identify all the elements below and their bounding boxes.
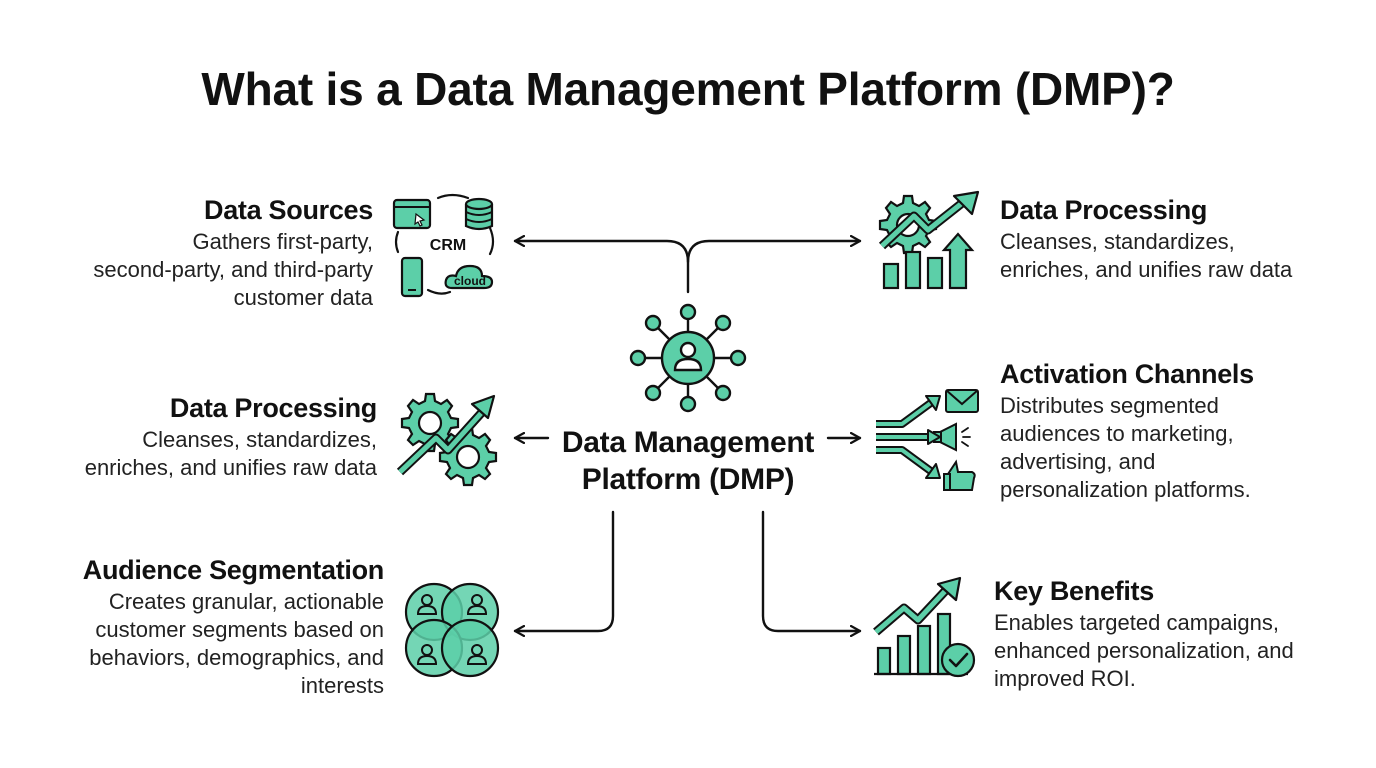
key-benefits-block: Key Benefits Enables targeted campaigns,…: [994, 577, 1344, 693]
connector-to-key-benefits: [761, 510, 862, 631]
key-benefits-description: Enables targeted campaigns, enhanced per…: [994, 610, 1294, 691]
cloud-label: cloud: [454, 274, 486, 288]
key-benefits-heading: Key Benefits: [994, 576, 1154, 606]
data-processing-left-block: Data Processing Cleanses, standardizes, …: [37, 393, 378, 482]
center-platform-label: Data Management Platform (DMP): [561, 426, 815, 496]
crm-label: CRM: [430, 237, 466, 254]
dmp-hub-icon: [629, 303, 747, 413]
connector-to-data-sources: [513, 241, 690, 294]
audience-segmentation-description: Creates granular, actionable customer se…: [89, 589, 384, 698]
data-processing-gears-icon: [396, 392, 498, 487]
data-processing-chart-icon: [878, 190, 980, 290]
data-processing-left-description: Cleanses, standardizes, enriches, and un…: [84, 427, 377, 480]
activation-channels-block: Activation Channels Distributes segmente…: [1000, 360, 1340, 504]
audience-segmentation-heading: Audience Segmentation: [82, 555, 385, 585]
data-sources-description: Gathers first-party, second-party, and t…: [93, 229, 373, 310]
data-processing-right-heading: Data Processing: [1000, 195, 1208, 225]
audience-segments-icon: [404, 582, 500, 678]
connector-to-data-processing-right: [686, 241, 862, 264]
key-benefits-icon: [873, 576, 976, 678]
activation-channels-description: Distributes segmented audiences to marke…: [1000, 393, 1251, 502]
data-sources-block: Data Sources Gathers first-party, second…: [33, 196, 373, 312]
activation-channels-icon: [876, 389, 979, 491]
data-processing-right-block: Data Processing Cleanses, standardizes, …: [1000, 196, 1340, 284]
connector-to-audience-segmentation: [513, 510, 615, 631]
page-title: What is a Data Management Platform (DMP)…: [201, 63, 1175, 115]
data-sources-heading: Data Sources: [204, 195, 373, 225]
data-processing-right-description: Cleanses, standardizes, enriches, and un…: [1000, 229, 1293, 282]
data-processing-left-heading: Data Processing: [169, 393, 377, 423]
data-sources-icon: CRM cloud: [392, 193, 495, 298]
audience-segmentation-block: Audience Segmentation Creates granular, …: [24, 555, 385, 700]
activation-channels-heading: Activation Channels: [1000, 359, 1254, 389]
